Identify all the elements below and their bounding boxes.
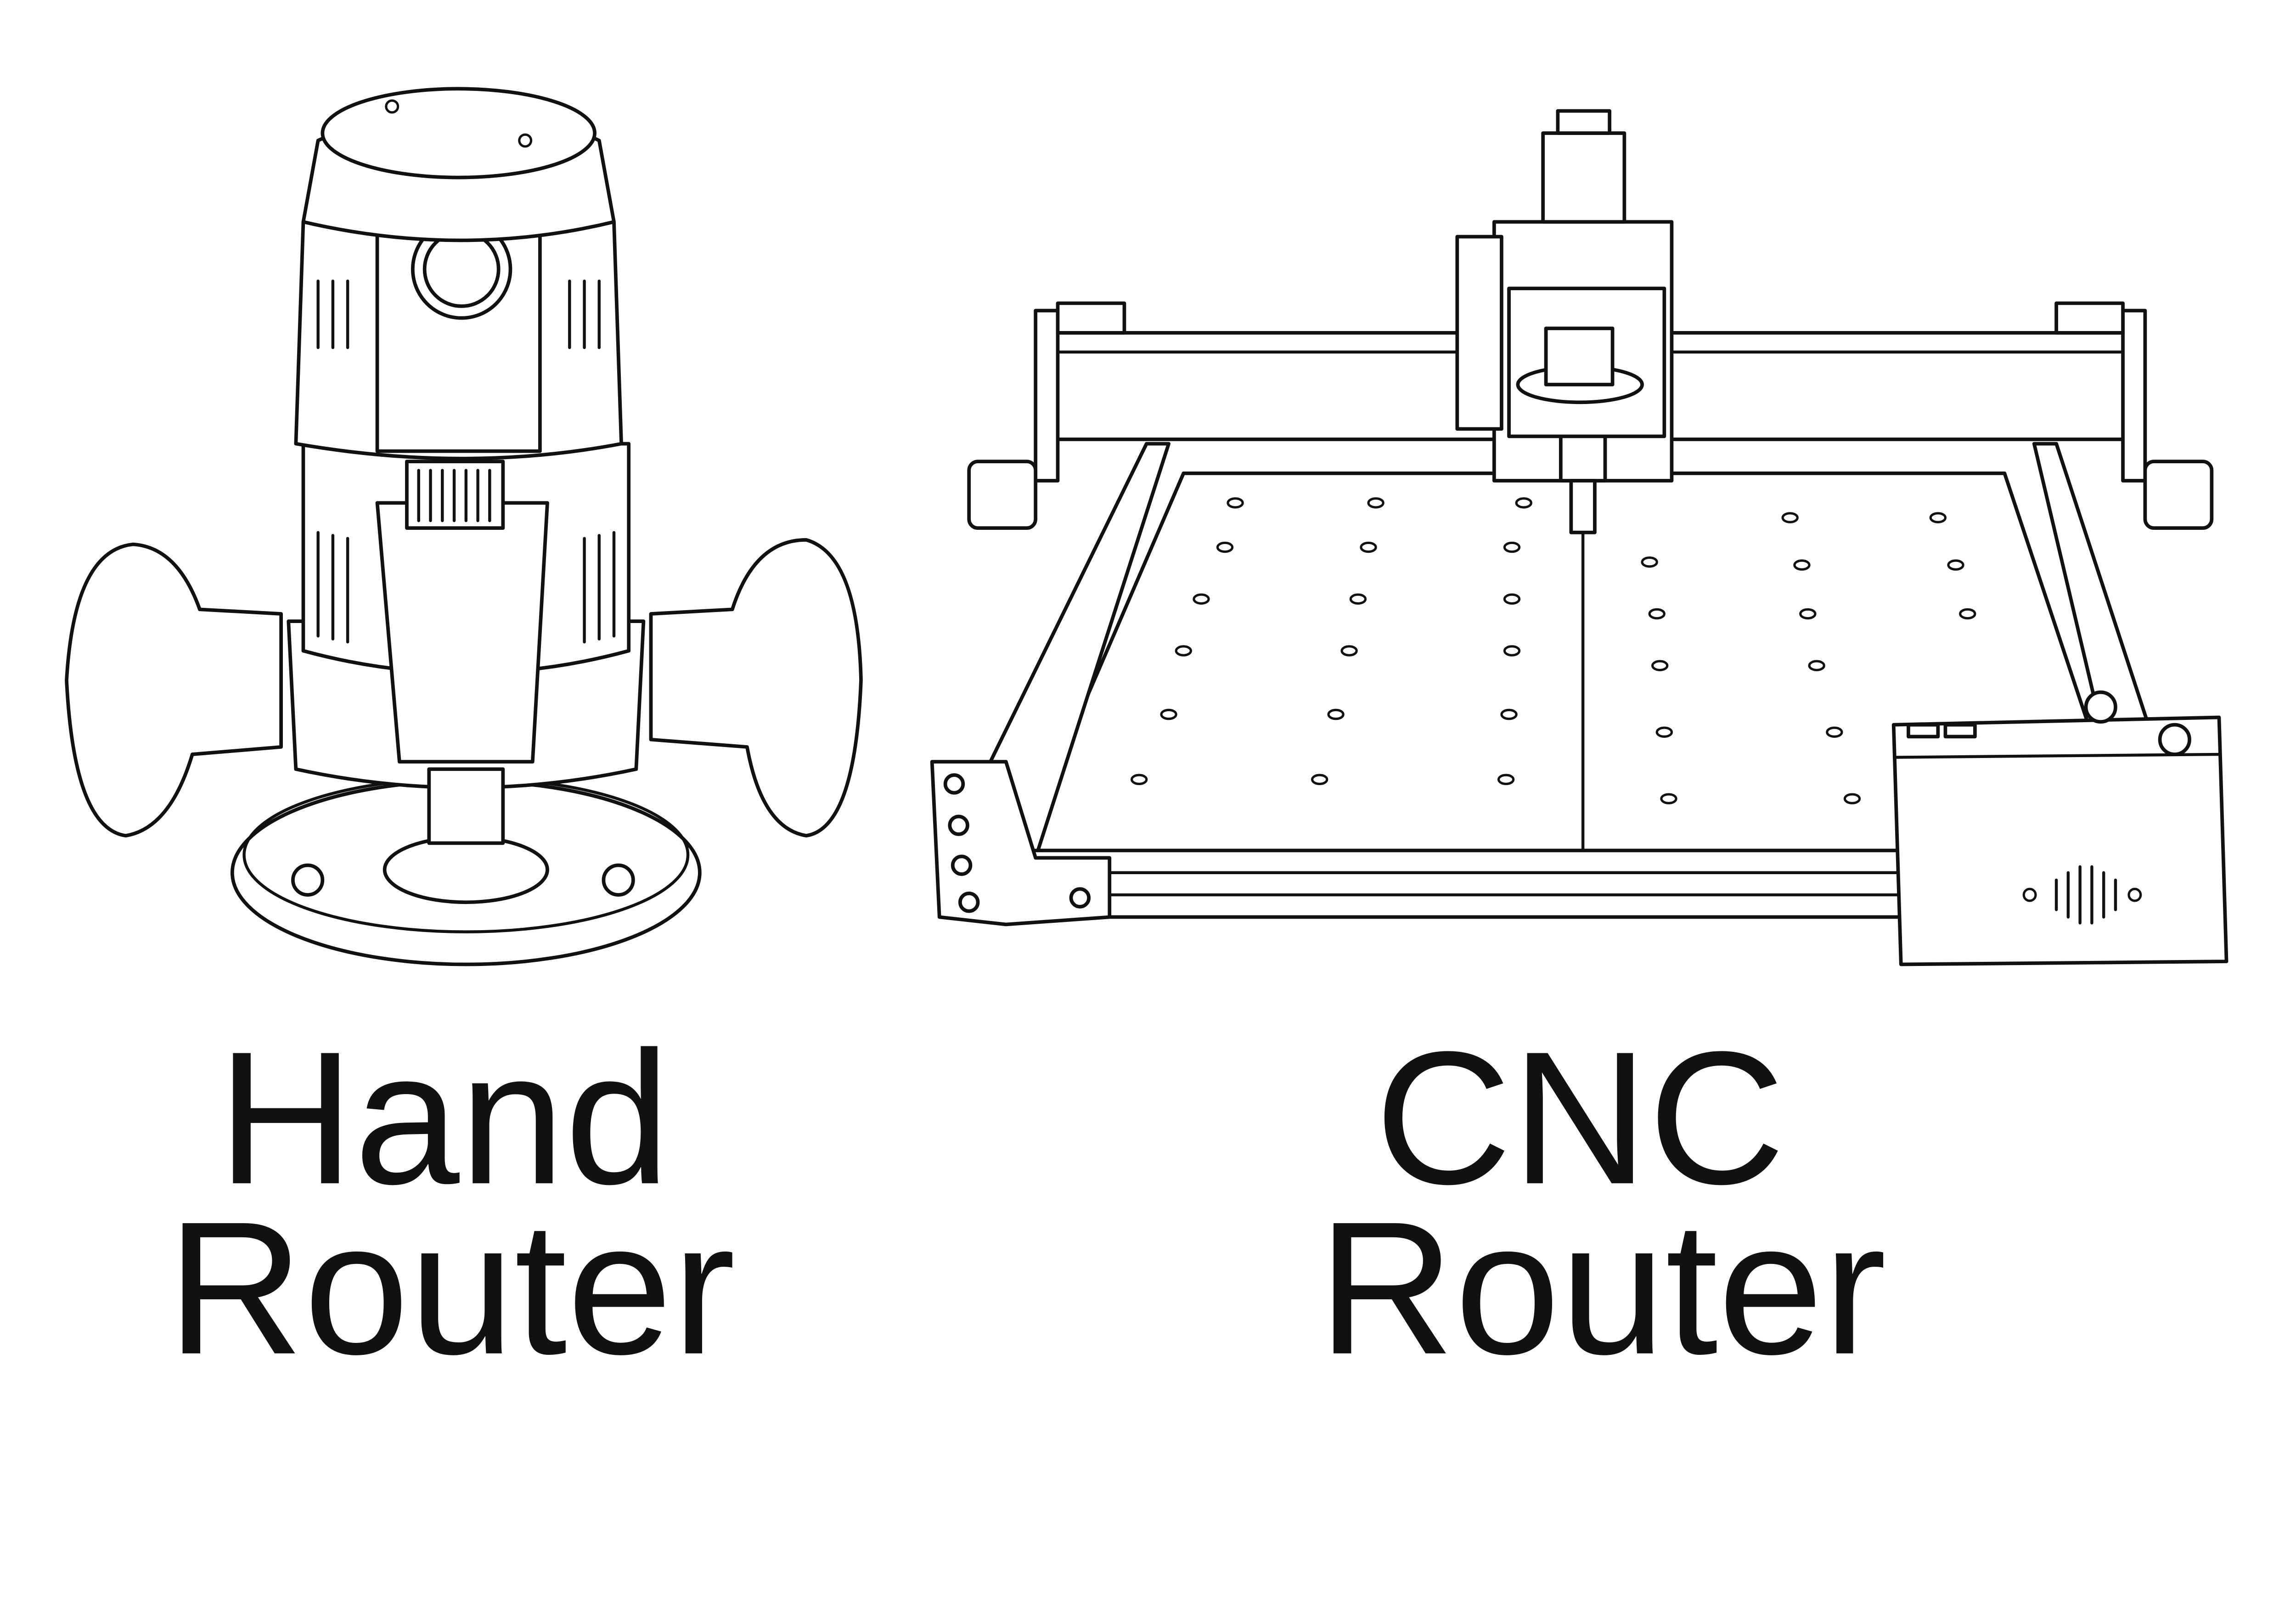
collet-nut — [427, 767, 505, 845]
speaker-grille — [2054, 865, 2117, 925]
gantry-right-upright — [2121, 309, 2147, 483]
lower-vents — [316, 531, 616, 644]
cnc-router-label-line1: CNC — [1375, 1012, 1785, 1224]
bed-holes — [1130, 497, 1976, 804]
left-handle — [65, 542, 283, 838]
front-panel — [375, 501, 549, 764]
gantry-right-cap — [2054, 301, 2125, 335]
cap-hole — [518, 133, 533, 148]
gantry-left-cap — [1056, 301, 1126, 335]
spindle-collet — [1559, 434, 1607, 483]
left-stepper-motor — [967, 460, 1038, 530]
grille-screw — [2022, 887, 2037, 902]
router-comparison-diagram: Hand Router CNC Router — [65, 87, 2228, 1393]
control-port — [1943, 723, 1977, 739]
control-port — [1907, 723, 1940, 739]
power-button — [2158, 723, 2191, 756]
front-rail — [1019, 848, 1910, 919]
router-bit — [1569, 479, 1597, 534]
gantry-left-upright — [1034, 309, 1060, 483]
right-stepper-motor — [2143, 460, 2214, 530]
base-opening — [383, 835, 549, 904]
hand-router-illustration — [65, 87, 863, 966]
grille-screw — [2127, 887, 2142, 902]
cnc-router-label-line2: Router — [1318, 1183, 1886, 1393]
depth-knob-inner — [422, 230, 501, 308]
base-screw — [602, 863, 635, 897]
end-plate-wheels — [943, 773, 1091, 913]
top-cap-face — [321, 87, 597, 180]
control-knob — [2084, 690, 2117, 724]
z-motor-cap — [1556, 109, 1612, 135]
cap-hole — [385, 99, 400, 114]
right-handle — [649, 538, 863, 838]
spindle-body — [1544, 326, 1615, 387]
hand-router-label-line2: Router — [167, 1183, 736, 1393]
grip-ridges — [417, 469, 491, 522]
z-motor — [1541, 131, 1626, 224]
hand-router-label-line1: Hand — [218, 1012, 670, 1224]
base-screw — [291, 863, 325, 897]
cnc-router-illustration — [930, 109, 2228, 966]
upper-panel — [375, 220, 542, 453]
upper-vents — [316, 279, 601, 349]
control-box-edge — [1895, 752, 2221, 759]
carriage-side-plate — [1455, 235, 1503, 431]
end-plate — [930, 760, 1112, 927]
